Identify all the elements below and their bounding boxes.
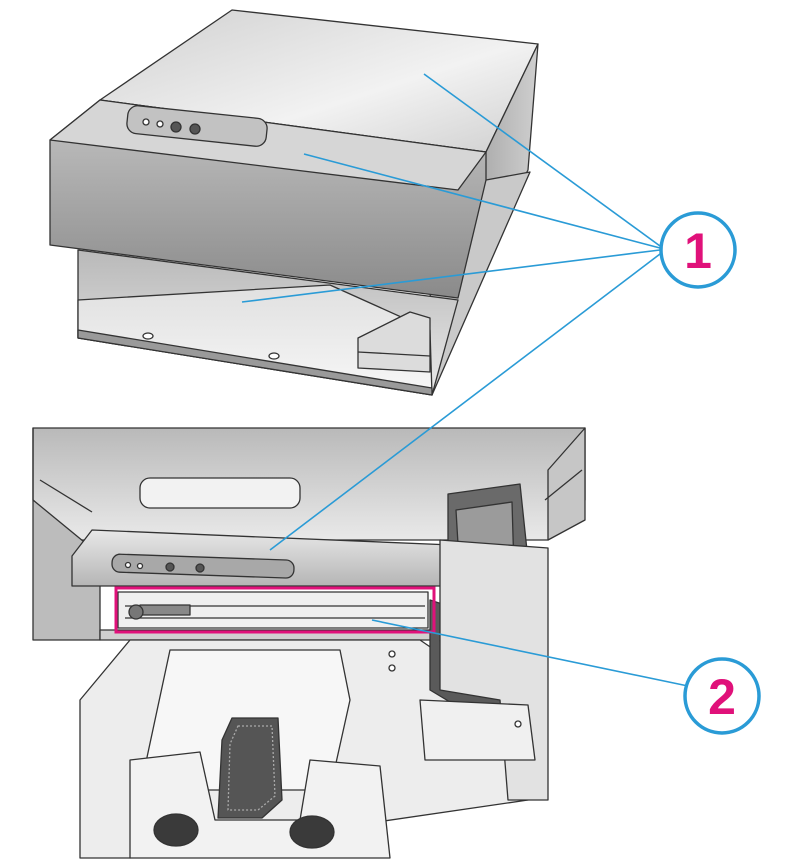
leader-lines <box>241 73 689 687</box>
callout-1-ring <box>659 211 737 289</box>
leader-line-1-tray <box>241 249 661 303</box>
printer-carriage-button <box>124 561 132 569</box>
printer-button <box>156 120 164 128</box>
printer-disc-tray <box>419 699 536 761</box>
printer-foot <box>289 815 335 849</box>
printer-carriage-button <box>136 562 144 570</box>
printer-button <box>189 123 201 135</box>
printer-carriage-button <box>165 562 175 572</box>
printer-hopper-edge <box>357 351 431 357</box>
printer-lid-window <box>139 477 301 509</box>
leader-line-1-lid <box>423 73 661 247</box>
callout-2-number: 2 <box>708 669 736 725</box>
printer-right-wall-edge <box>544 469 583 501</box>
leader-line-2 <box>371 619 689 687</box>
printer-tray-hole <box>268 352 280 360</box>
printer-screw <box>388 650 396 658</box>
printer-button <box>170 121 182 133</box>
printer-disc-hopper <box>357 311 431 373</box>
printer-screw <box>388 664 396 672</box>
printer-tray-lip <box>77 329 433 396</box>
printer-right-wall <box>547 427 586 541</box>
printer-rail-roller <box>128 604 144 620</box>
callout-2: 2 <box>683 657 761 735</box>
printer-left-wall <box>32 427 101 641</box>
printer-disc-pad-inner <box>227 725 276 811</box>
callout-1-number: 1 <box>684 223 712 279</box>
printer-button <box>142 118 150 126</box>
printer-disc-pad <box>217 717 283 819</box>
printer-carriage-button <box>195 563 205 573</box>
printer-open-illustration <box>32 427 586 859</box>
printer-screw <box>514 720 522 728</box>
printer-rail-spring <box>139 604 191 616</box>
printer-foot <box>153 813 199 847</box>
printer-tray-hole <box>142 332 154 340</box>
highlight-box <box>114 586 436 634</box>
callout-1: 1 <box>659 211 737 289</box>
leader-line-1-carriage <box>269 253 661 551</box>
callout-2-ring <box>683 657 761 735</box>
printer-left-wall-edge <box>39 479 93 513</box>
leader-line-1-front <box>303 153 661 249</box>
printer-closed-illustration <box>49 9 539 396</box>
